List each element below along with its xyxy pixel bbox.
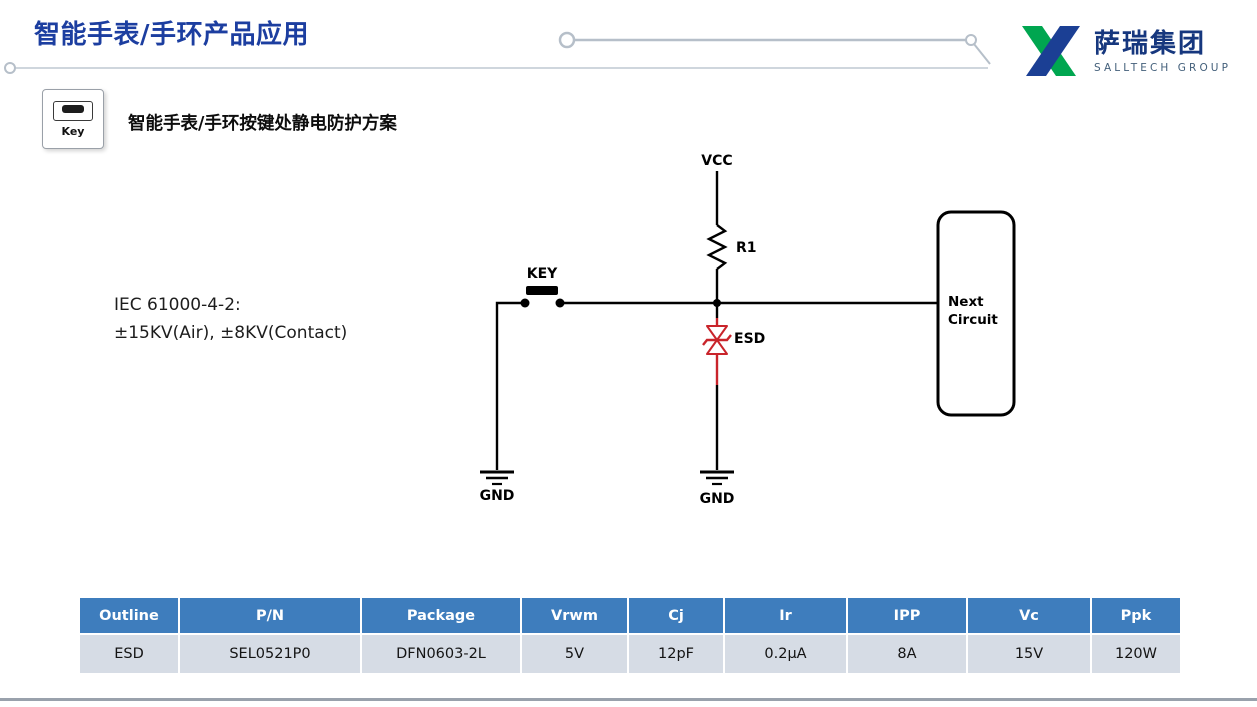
- key-button-bar: [526, 286, 558, 295]
- cell-vrwm: 5V: [520, 633, 629, 675]
- cell-package: DFN0603-2L: [360, 633, 522, 675]
- next-circuit-label-line2: Circuit: [948, 312, 998, 328]
- next-circuit-label-line1: Next: [948, 294, 984, 310]
- decor-node-mid: [558, 31, 576, 49]
- col-header-ipp: IPP: [846, 596, 968, 635]
- iec-line1: IEC 61000-4-2:: [114, 295, 241, 315]
- cell-ppk: 120W: [1090, 633, 1182, 675]
- cell-vc: 15V: [966, 633, 1092, 675]
- col-header-vrwm: Vrwm: [520, 596, 629, 635]
- col-header-cj: Cj: [627, 596, 725, 635]
- key-icon-label: Key: [61, 124, 85, 138]
- col-header-ir: Ir: [723, 596, 848, 635]
- page-title: 智能手表/手环产品应用: [34, 20, 309, 50]
- ground-symbol-left: [480, 470, 514, 486]
- col-header-vc: Vc: [966, 596, 1092, 635]
- cell-ipp: 8A: [846, 633, 968, 675]
- spec-table-row: ESD SEL0521P0 DFN0603-2L 5V 12pF 0.2μA 8…: [78, 633, 1182, 675]
- logo-name-en: SALLTECH GROUP: [1094, 61, 1232, 74]
- push-button-icon: [53, 100, 93, 121]
- key-label: KEY: [527, 266, 558, 282]
- cell-outline: ESD: [78, 633, 180, 675]
- esd-spec-table: Outline P/N Package Vrwm Cj Ir IPP Vc Pp…: [78, 596, 1182, 675]
- col-header-package: Package: [360, 596, 522, 635]
- section-heading: 智能手表/手环按键处静电防护方案: [128, 114, 397, 134]
- company-logo-text: 萨瑞集团 SALLTECH GROUP: [1094, 29, 1231, 74]
- cell-pn: SEL0521P0: [178, 633, 362, 675]
- key-icon-card: Key: [42, 89, 104, 149]
- gnd-left-label: GND: [480, 488, 515, 504]
- r1-label: R1: [736, 240, 757, 256]
- esd-protection-schematic: VCC R1 KEY GND ESD GND Next Circuit: [480, 153, 1016, 507]
- resistor-r1-symbol: [706, 224, 728, 270]
- decor-node-right: [965, 34, 977, 46]
- push-button-cap: [62, 104, 84, 113]
- esd-label: ESD: [734, 331, 765, 347]
- iec-line2: ±15KV(Air), ±8KV(Contact): [114, 323, 348, 343]
- cell-ir: 0.2μA: [723, 633, 848, 675]
- decor-diagonal: [973, 43, 991, 65]
- key-terminal-right: [555, 298, 565, 308]
- ground-symbol-right: [700, 470, 734, 486]
- esd-tvs-triangle-top: [706, 325, 728, 341]
- iec-standard-note: IEC 61000-4-2: ±15KV(Air), ±8KV(Contact): [114, 291, 347, 347]
- decor-node-left: [4, 62, 16, 74]
- wire-key-to-ground: [495, 301, 525, 470]
- next-circuit-box: [936, 210, 1016, 417]
- col-header-outline: Outline: [78, 596, 180, 635]
- col-header-ppk: Ppk: [1090, 596, 1182, 635]
- logo-blue-stroke: [1026, 26, 1080, 76]
- esd-tvs-bar: [702, 334, 732, 346]
- company-logo-icon: [1022, 26, 1080, 76]
- col-header-pn: P/N: [178, 596, 362, 635]
- vcc-label: VCC: [701, 153, 732, 169]
- esd-tvs-triangle-bottom: [706, 339, 728, 355]
- bottom-divider: [0, 698, 1257, 701]
- company-logo: 萨瑞集团 SALLTECH GROUP: [1016, 24, 1231, 78]
- spec-table-header-row: Outline P/N Package Vrwm Cj Ir IPP Vc Pp…: [78, 596, 1182, 635]
- logo-name-cn: 萨瑞集团: [1094, 28, 1207, 59]
- cell-cj: 12pF: [627, 633, 725, 675]
- gnd-right-label: GND: [700, 491, 735, 507]
